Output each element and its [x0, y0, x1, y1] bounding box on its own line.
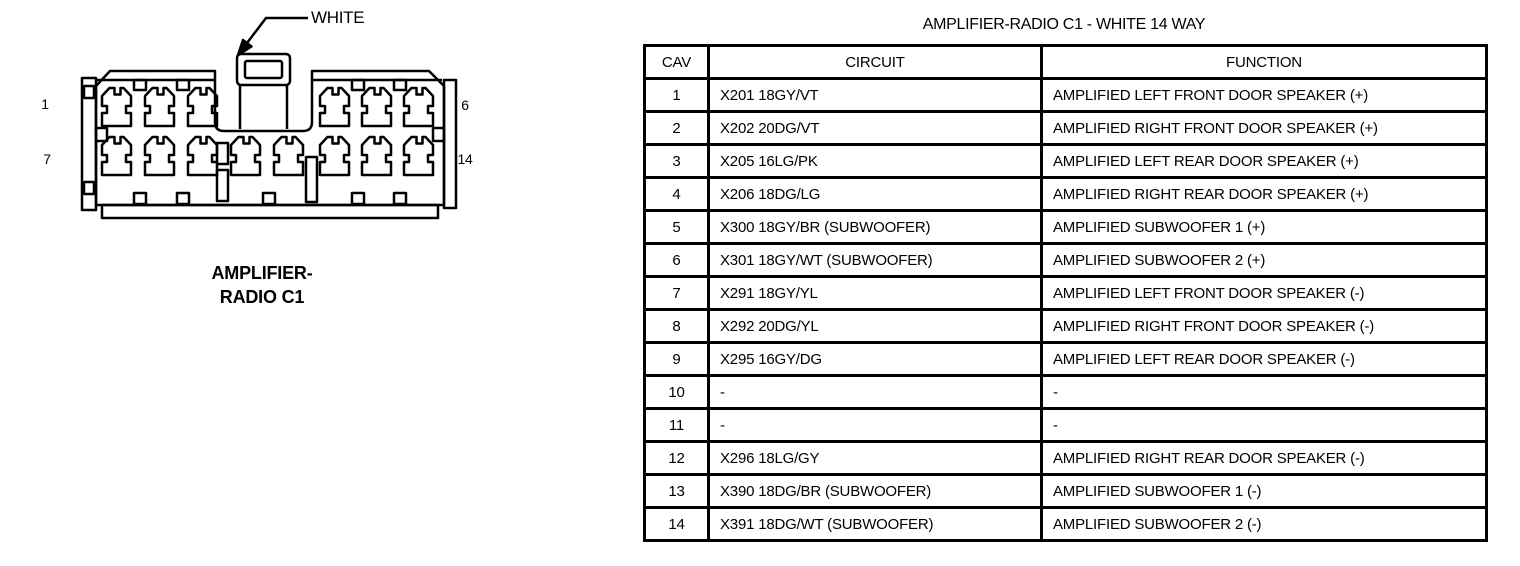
function-cell: AMPLIFIED LEFT FRONT DOOR SPEAKER (-) [1040, 275, 1488, 311]
connector-diagram [80, 16, 458, 220]
function-cell: AMPLIFIED SUBWOOFER 1 (-) [1040, 473, 1488, 509]
table-row: 11 - - [643, 407, 1488, 443]
function-cell: AMPLIFIED SUBWOOFER 2 (+) [1040, 242, 1488, 278]
connector-body-outline [94, 69, 446, 207]
cav-cell: 6 [643, 242, 710, 278]
circuit-cell: X202 20DG/VT [707, 110, 1043, 146]
column-header-function: FUNCTION [1040, 44, 1488, 80]
function-cell: AMPLIFIED RIGHT FRONT DOOR SPEAKER (+) [1040, 110, 1488, 146]
cav-cell: 12 [643, 440, 710, 476]
table-row: 8 X292 20DG/YL AMPLIFIED RIGHT FRONT DOO… [643, 308, 1488, 344]
circuit-cell: X205 16LG/PK [707, 143, 1043, 179]
pin-cavities-bottom-row [100, 135, 435, 177]
cav-cell: 13 [643, 473, 710, 509]
table-row: 13 X390 18DG/BR (SUBWOOFER) AMPLIFIED SU… [643, 473, 1488, 509]
table-row: 1 X201 18GY/VT AMPLIFIED LEFT FRONT DOOR… [643, 77, 1488, 113]
function-cell: AMPLIFIED SUBWOOFER 2 (-) [1040, 506, 1488, 542]
lock-tab-stem [238, 85, 289, 129]
circuit-cell: X201 18GY/VT [707, 77, 1043, 113]
function-cell: - [1040, 374, 1488, 410]
left-side-key [94, 126, 109, 143]
connector-caption-line1: AMPLIFIER- [211, 263, 313, 283]
circuit-cell: X301 18GY/WT (SUBWOOFER) [707, 242, 1043, 278]
circuit-cell: X300 18GY/BR (SUBWOOFER) [707, 209, 1043, 245]
table-row: 10 - - [643, 374, 1488, 410]
function-cell: AMPLIFIED LEFT FRONT DOOR SPEAKER (+) [1040, 77, 1488, 113]
white-leader-line [246, 16, 308, 44]
function-cell: AMPLIFIED RIGHT REAR DOOR SPEAKER (+) [1040, 176, 1488, 212]
table-row: 12 X296 18LG/GY AMPLIFIED RIGHT REAR DOO… [643, 440, 1488, 476]
right-side-key [431, 126, 446, 143]
circuit-cell: X292 20DG/YL [707, 308, 1043, 344]
connector-color-label: WHITE [311, 8, 365, 27]
cav-cell: 14 [643, 506, 710, 542]
pin-number-label-6: 6 [461, 97, 469, 113]
left-flange-tab-top [82, 84, 96, 100]
circuit-cell: - [707, 407, 1043, 443]
connector-caption-line2: RADIO C1 [219, 287, 305, 307]
center-ribs [215, 141, 319, 204]
base-strip [100, 203, 440, 220]
cav-cell: 10 [643, 374, 710, 410]
white-leader-arrowhead [236, 38, 253, 57]
connector-caption: AMPLIFIER- RADIO C1 [150, 261, 374, 309]
table-row: 4 X206 18DG/LG AMPLIFIED RIGHT REAR DOOR… [643, 176, 1488, 212]
table-row: 5 X300 18GY/BR (SUBWOOFER) AMPLIFIED SUB… [643, 209, 1488, 245]
circuit-cell: X296 18LG/GY [707, 440, 1043, 476]
table-title: AMPLIFIER-RADIO C1 - WHITE 14 WAY [922, 16, 1206, 33]
column-header-circuit: CIRCUIT [707, 44, 1043, 80]
pin-cavities-top-row [100, 86, 435, 128]
right-flange [442, 78, 458, 210]
function-cell: AMPLIFIED SUBWOOFER 1 (+) [1040, 209, 1488, 245]
lock-tab [235, 52, 292, 87]
pinout-table-body: 1 X201 18GY/VT AMPLIFIED LEFT FRONT DOOR… [643, 77, 1488, 542]
function-cell: AMPLIFIED LEFT REAR DOOR SPEAKER (-) [1040, 341, 1488, 377]
cav-cell: 7 [643, 275, 710, 311]
circuit-cell: X391 18DG/WT (SUBWOOFER) [707, 506, 1043, 542]
circuit-cell: X206 18DG/LG [707, 176, 1043, 212]
function-cell: AMPLIFIED RIGHT FRONT DOOR SPEAKER (-) [1040, 308, 1488, 344]
cav-cell: 1 [643, 77, 710, 113]
cav-cell: 11 [643, 407, 710, 443]
top-key-slots [132, 78, 408, 92]
cav-cell: 2 [643, 110, 710, 146]
pin-number-label-7: 7 [43, 151, 51, 167]
cav-cell: 9 [643, 341, 710, 377]
cav-cell: 8 [643, 308, 710, 344]
table-row: 3 X205 16LG/PK AMPLIFIED LEFT REAR DOOR … [643, 143, 1488, 179]
pin-number-label-1: 1 [41, 96, 49, 112]
bottom-key-slots [132, 191, 408, 206]
cav-cell: 3 [643, 143, 710, 179]
pinout-table: CAV CIRCUIT FUNCTION 1 X201 18GY/VT AMPL… [643, 44, 1488, 542]
table-row: 9 X295 16GY/DG AMPLIFIED LEFT REAR DOOR … [643, 341, 1488, 377]
function-cell: - [1040, 407, 1488, 443]
lock-tab-window [243, 59, 284, 80]
left-flange-tab-bottom [82, 180, 96, 196]
left-flange [80, 76, 98, 212]
circuit-cell: X291 18GY/YL [707, 275, 1043, 311]
circuit-cell: - [707, 374, 1043, 410]
cav-cell: 4 [643, 176, 710, 212]
pin-number-label-14: 14 [457, 151, 473, 167]
table-row: 7 X291 18GY/YL AMPLIFIED LEFT FRONT DOOR… [643, 275, 1488, 311]
table-row: 2 X202 20DG/VT AMPLIFIED RIGHT FRONT DOO… [643, 110, 1488, 146]
header-row: CAV CIRCUIT FUNCTION [643, 44, 1488, 80]
cav-cell: 5 [643, 209, 710, 245]
function-cell: AMPLIFIED LEFT REAR DOOR SPEAKER (+) [1040, 143, 1488, 179]
column-header-cav: CAV [643, 44, 710, 80]
circuit-cell: X295 16GY/DG [707, 341, 1043, 377]
table-row: 6 X301 18GY/WT (SUBWOOFER) AMPLIFIED SUB… [643, 242, 1488, 278]
function-cell: AMPLIFIED RIGHT REAR DOOR SPEAKER (-) [1040, 440, 1488, 476]
table-row: 14 X391 18DG/WT (SUBWOOFER) AMPLIFIED SU… [643, 506, 1488, 542]
circuit-cell: X390 18DG/BR (SUBWOOFER) [707, 473, 1043, 509]
